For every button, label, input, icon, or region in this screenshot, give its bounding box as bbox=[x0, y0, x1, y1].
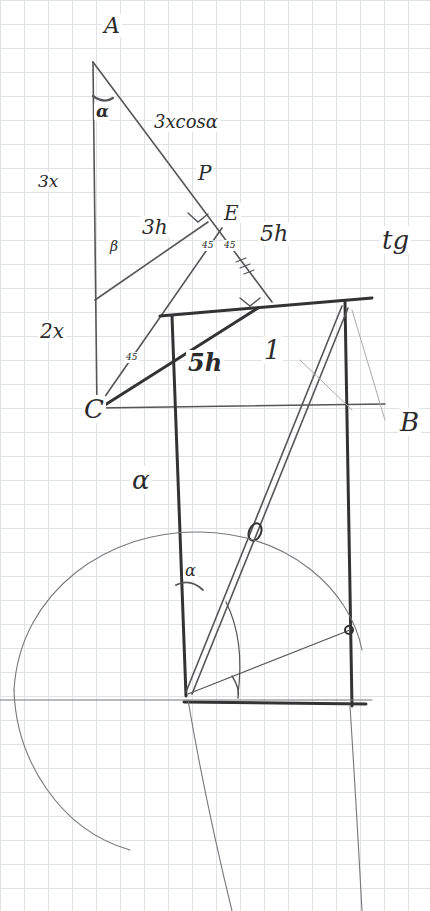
diagonal bbox=[186, 306, 342, 692]
point-mark bbox=[345, 626, 353, 634]
sketch-label: 45 bbox=[200, 240, 215, 251]
angle-arc bbox=[93, 96, 113, 101]
angle-arc bbox=[176, 582, 203, 590]
tick bbox=[240, 264, 250, 268]
rect-top bbox=[160, 298, 372, 316]
right-angle bbox=[240, 298, 260, 306]
rect-bottom bbox=[184, 702, 366, 704]
sketch-label: tg bbox=[380, 226, 411, 254]
side-cb bbox=[97, 404, 385, 408]
segment-5h bbox=[97, 308, 258, 410]
sketch-label: 3x bbox=[36, 172, 60, 191]
sketch-label: 5h bbox=[258, 222, 290, 246]
sketch-label: P bbox=[196, 162, 213, 184]
baseline bbox=[0, 699, 372, 700]
segment-ce bbox=[97, 228, 222, 408]
tick bbox=[244, 270, 254, 274]
curve bbox=[188, 700, 232, 911]
point-mark bbox=[246, 521, 264, 542]
right-angle bbox=[188, 213, 208, 222]
construction-line bbox=[352, 310, 385, 420]
sketch-label: 45 bbox=[222, 240, 237, 251]
rect-left bbox=[172, 316, 186, 696]
sketch-label: 3h bbox=[140, 216, 170, 238]
sketch-label: 2x bbox=[38, 320, 66, 342]
sketch-label: 3xcosα bbox=[152, 112, 220, 132]
sketch-label: α bbox=[94, 102, 111, 121]
sketch-label: 1 bbox=[262, 336, 283, 364]
tick bbox=[236, 258, 246, 262]
sketch-label: α bbox=[130, 466, 152, 494]
sketch-label: B bbox=[398, 408, 421, 436]
sketch-label: A bbox=[102, 14, 122, 38]
sketch-label: 45 bbox=[124, 352, 139, 363]
sketch-label: C bbox=[82, 395, 106, 423]
angle-arc bbox=[226, 602, 240, 694]
sketch-label: 5h bbox=[186, 350, 224, 376]
angle-arc bbox=[232, 676, 238, 698]
sketch-label: E bbox=[222, 202, 241, 224]
curve bbox=[350, 706, 362, 911]
circle-arc bbox=[14, 690, 130, 850]
construction-line bbox=[300, 360, 352, 410]
circle-arc bbox=[14, 532, 362, 690]
sketch-label: β bbox=[108, 238, 120, 254]
hypotenuse bbox=[93, 62, 272, 302]
rect-right bbox=[345, 302, 352, 706]
sketch-label: α bbox=[183, 562, 198, 580]
segment bbox=[188, 630, 350, 694]
